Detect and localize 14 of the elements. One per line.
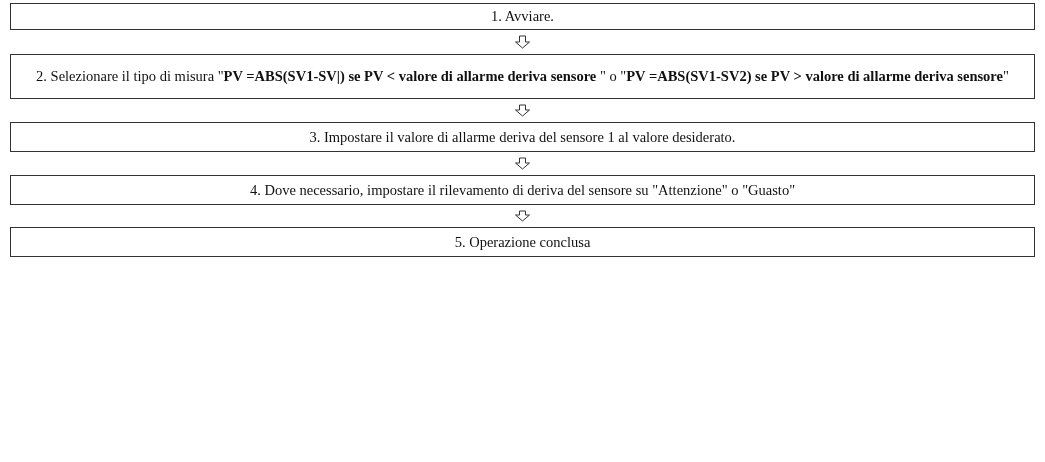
arrow xyxy=(515,104,530,117)
arrow xyxy=(515,157,530,170)
process-box xyxy=(10,227,1035,257)
arrow xyxy=(515,210,530,222)
step-text: 5. Operazione conclusa xyxy=(454,232,591,252)
process-box xyxy=(10,175,1035,205)
step-text: 1. Avviare. xyxy=(491,7,554,26)
step-text: 2. Selezionare il tipo di misura "PV =ABS(SV1-SV|) se PV < valore di allarme deriva sensore " o "PV =ABS(SV1-SV2) se PV > valore di allarme deriva sensore" xyxy=(36,67,1009,86)
step-text: 4. Dove necessario, impostare il rilevamento di deriva del sensore su "Attenzione" o "Guasto" xyxy=(249,180,796,200)
process-box xyxy=(10,122,1035,152)
process-box xyxy=(10,3,1035,30)
arrow xyxy=(515,35,530,49)
process-box xyxy=(10,54,1035,99)
step-text: 3. Impostare il valore di allarme deriva del sensore 1 al valore desiderato. xyxy=(309,127,736,147)
